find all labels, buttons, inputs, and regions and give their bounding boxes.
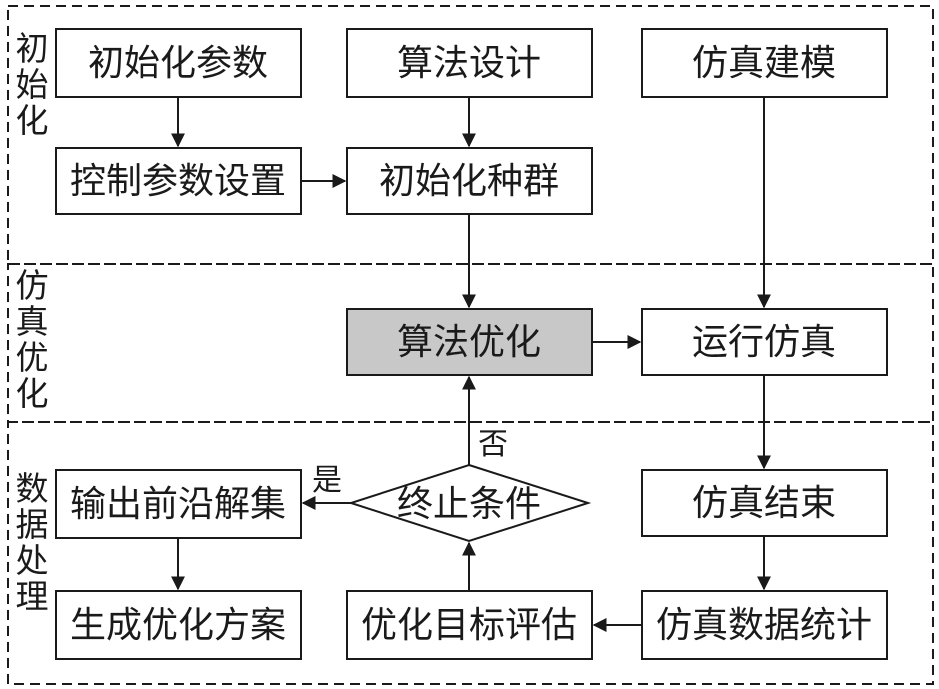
box-algo-opt: 算法优化 — [346, 308, 593, 376]
box-init-population: 初始化种群 — [346, 147, 593, 215]
section-label-sim-opt: 仿真优化 — [16, 266, 49, 413]
box-objective-eval-label: 优化目标评估 — [361, 605, 577, 646]
section-label-data-proc: 数据处理 — [16, 469, 49, 616]
box-output-front: 输出前沿解集 — [55, 469, 302, 539]
box-run-sim: 运行仿真 — [641, 308, 888, 376]
diamond-termination: 终止条件 — [347, 463, 592, 543]
box-algo-design-label: 算法设计 — [397, 43, 541, 84]
section-label-init: 初始化 — [16, 29, 49, 140]
box-sim-stats: 仿真数据统计 — [641, 590, 888, 660]
branch-label-yes: 是 — [312, 463, 342, 498]
diamond-termination-label: 终止条件 — [397, 484, 541, 525]
box-algo-opt-label: 算法优化 — [397, 322, 541, 363]
box-generate-plan: 生成优化方案 — [55, 590, 302, 660]
box-control-params: 控制参数设置 — [55, 147, 302, 215]
box-sim-model: 仿真建模 — [641, 28, 888, 98]
box-output-front-label: 输出前沿解集 — [70, 484, 286, 525]
branch-label-no: 否 — [478, 427, 508, 462]
box-sim-model-label: 仿真建模 — [692, 43, 836, 84]
box-sim-stats-label: 仿真数据统计 — [656, 605, 872, 646]
box-generate-plan-label: 生成优化方案 — [70, 605, 286, 646]
box-init-params: 初始化参数 — [55, 28, 302, 98]
section-frame-sim-opt — [7, 263, 934, 423]
section-frame-data-proc — [7, 421, 934, 685]
box-control-params-label: 控制参数设置 — [70, 161, 286, 202]
box-algo-design: 算法设计 — [346, 28, 593, 98]
box-sim-end: 仿真结束 — [641, 469, 888, 537]
box-init-params-label: 初始化参数 — [88, 43, 268, 84]
box-run-sim-label: 运行仿真 — [692, 322, 836, 363]
box-objective-eval: 优化目标评估 — [346, 590, 593, 660]
box-init-population-label: 初始化种群 — [379, 161, 559, 202]
box-sim-end-label: 仿真结束 — [692, 483, 836, 524]
